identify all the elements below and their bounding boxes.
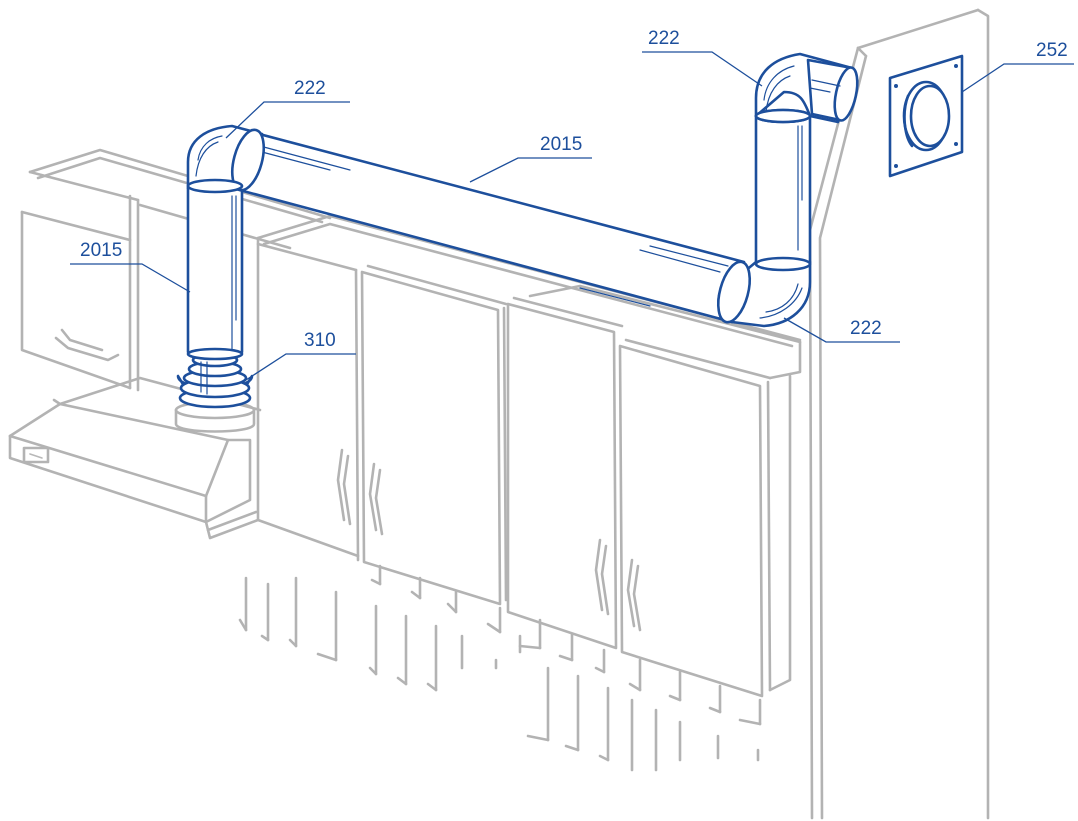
callout-adapter: 310 [245, 330, 356, 381]
label-horizontal-pipe: 2015 [540, 134, 582, 155]
wall-plate-252 [888, 54, 964, 178]
callout-elbow-bottom-left: 222 [225, 78, 350, 139]
callout-elbow-bottom-right: 222 [783, 317, 900, 343]
callout-wall-plate: 252 [961, 40, 1074, 93]
elbow-top-right [754, 52, 859, 124]
label-adapter: 310 [304, 330, 336, 351]
range-hood [8, 376, 262, 540]
adapter-310 [174, 352, 256, 433]
elbow-bottom-left [186, 124, 266, 194]
label-elbow-bottom-left: 222 [294, 78, 326, 99]
duct-system [186, 52, 859, 361]
horizontal-pipe [230, 128, 746, 324]
callout-horizontal-pipe: 2015 [469, 134, 592, 183]
callout-vertical-pipe-left: 2015 [70, 240, 191, 293]
wall-tiles [238, 564, 762, 772]
callout-elbow-top-right: 222 [642, 28, 763, 87]
label-elbow-top-right: 222 [648, 28, 680, 49]
vertical-pipe-left [186, 186, 244, 361]
label-vertical-pipe-left: 2015 [80, 240, 122, 261]
elbow-bottom-right [716, 256, 812, 328]
vertical-pipe-right [754, 108, 812, 270]
label-elbow-bottom-right: 222 [850, 318, 882, 339]
label-wall-plate: 252 [1036, 40, 1068, 61]
